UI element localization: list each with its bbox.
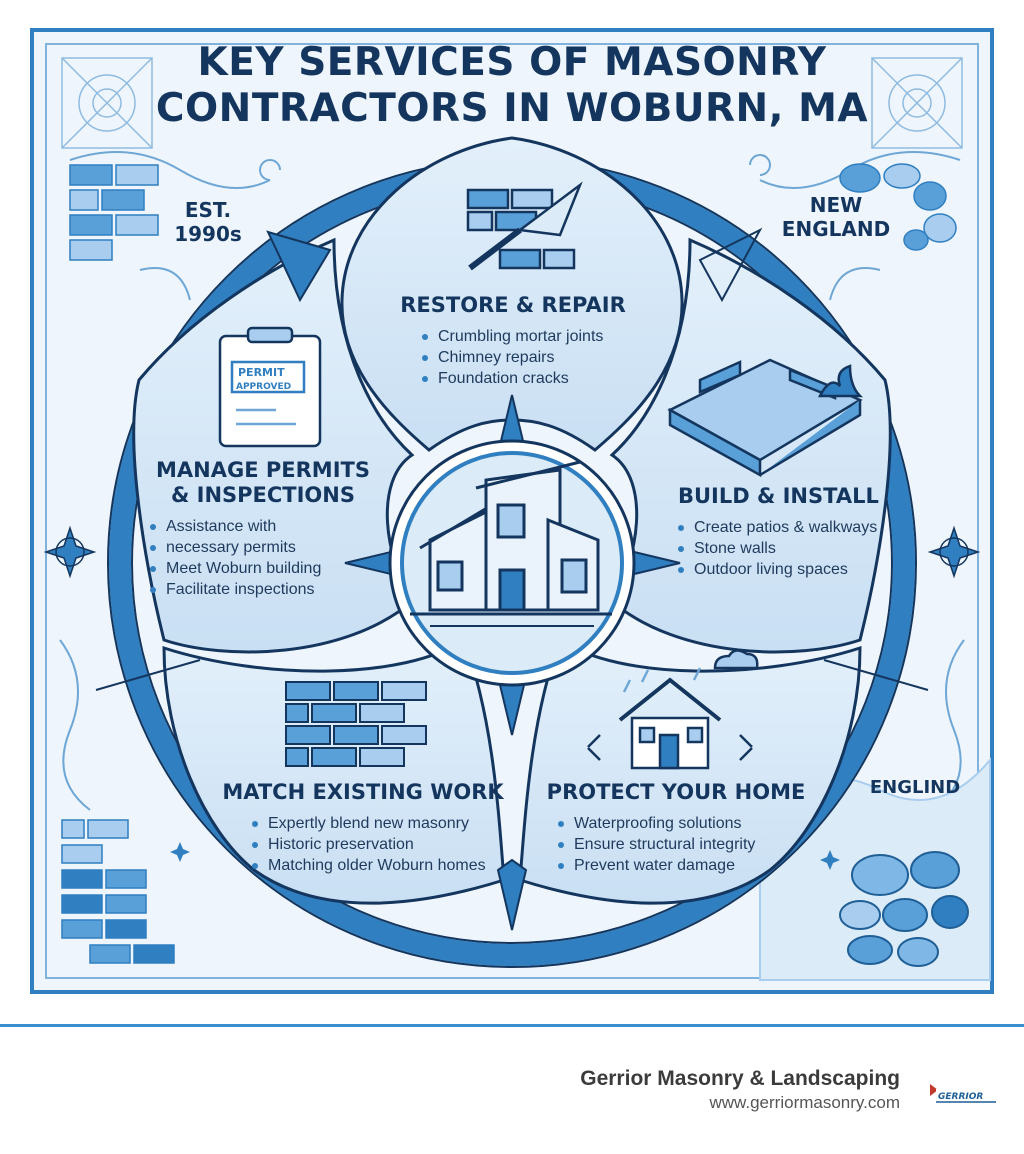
svg-text:PERMIT: PERMIT [238, 366, 285, 379]
list-item: Matching older Woburn homes [250, 855, 508, 876]
brick-wall-icon [285, 681, 427, 767]
svg-text:GERRIOR: GERRIOR [938, 1092, 983, 1102]
card-title-match: MATCH EXISTING WORK [222, 780, 504, 804]
est-badge: EST. 1990s [168, 198, 248, 246]
list-item: Foundation cracks [420, 368, 648, 389]
card-protect-home: PROTECT YOUR HOME Waterproofing solution… [538, 780, 814, 876]
list-item: Assistance with [148, 516, 378, 537]
card-build-install: BUILD & INSTALL Create patios & walkways… [668, 484, 908, 580]
protect-list: Waterproofing solutions Ensure structura… [556, 813, 814, 876]
leaf-accents [95, 227, 929, 691]
card-title-build: BUILD & INSTALL [678, 484, 879, 508]
est-year: 1990s [174, 222, 242, 246]
svg-text:APPROVED: APPROVED [236, 382, 291, 392]
trowel-icon [466, 181, 583, 271]
region-line2: ENGLAND [781, 217, 891, 241]
list-item: Prevent water damage [556, 855, 814, 876]
card-title-permits-line1: MANAGE PERMITS [156, 458, 370, 482]
company-url[interactable]: www.gerriormasonry.com [709, 1093, 900, 1112]
brand-block: Gerrior Masonry & Landscaping www.gerrio… [580, 1066, 900, 1114]
brick-cluster-top-left [69, 164, 159, 261]
brick-cluster-bottom-left [61, 819, 175, 964]
list-item: Ensure structural integrity [556, 834, 814, 855]
sparkle-stars [170, 842, 840, 870]
page-title-line2: CONTRACTORS IN WOBURN, MA [155, 86, 869, 131]
list-item: necessary permits [148, 537, 378, 558]
corner-ornament-top-right [871, 57, 963, 149]
card-manage-permits: MANAGE PERMITS & INSPECTIONS Assistance … [148, 458, 378, 600]
list-item: Crumbling mortar joints [420, 326, 648, 347]
list-item: Historic preservation [250, 834, 508, 855]
card-match-work: MATCH EXISTING WORK Expertly blend new m… [218, 780, 508, 876]
list-item: Outdoor living spaces [676, 559, 908, 580]
company-name: Gerrior Masonry & Landscaping [580, 1067, 900, 1090]
rain-house-icon [587, 649, 759, 770]
region-line1: NEW [809, 193, 863, 217]
corner-ornament-top-left [61, 57, 153, 149]
inner-frame [45, 43, 979, 979]
est-label: EST. [184, 198, 232, 222]
list-item: Expertly blend new masonry [250, 813, 508, 834]
page-title: KEY SERVICES OF MASONRY CONTRACTORS IN W… [0, 40, 1024, 132]
stone-cluster-top-right [839, 163, 957, 251]
house-icon [410, 460, 612, 627]
clipboard-icon: PERMIT APPROVED [218, 326, 322, 448]
list-item: Facilitate inspections [148, 579, 378, 600]
list-item: Meet Woburn building [148, 558, 378, 579]
list-item: Create patios & walkways [676, 517, 908, 538]
restore-list: Crumbling mortar joints Chimney repairs … [420, 326, 648, 389]
match-list: Expertly blend new masonry Historic pres… [250, 813, 508, 876]
region-badge: NEW ENGLAND [776, 193, 896, 241]
company-logo: GERRIOR [930, 1084, 996, 1103]
card-title-permits-line2: & INSPECTIONS [171, 483, 355, 507]
patio-icon [667, 358, 864, 478]
card-restore-repair: RESTORE & REPAIR Crumbling mortar joints… [378, 293, 648, 389]
page-title-line1: KEY SERVICES OF MASONRY [197, 40, 827, 85]
build-list: Create patios & walkways Stone walls Out… [676, 517, 908, 580]
list-item: Stone walls [676, 538, 908, 559]
compass-rosette-left [43, 525, 97, 579]
card-title-protect: PROTECT YOUR HOME [546, 780, 806, 804]
footer-divider [0, 1024, 1024, 1027]
list-item: Chimney repairs [420, 347, 648, 368]
compass-rosette-right [927, 525, 981, 579]
card-title-permits: MANAGE PERMITS & INSPECTIONS [148, 458, 378, 508]
permits-list: Assistance with necessary permits Meet W… [148, 516, 378, 600]
region-label-alt: ENGLIND [869, 777, 961, 798]
card-title-restore: RESTORE & REPAIR [400, 293, 626, 317]
list-item: Waterproofing solutions [556, 813, 814, 834]
